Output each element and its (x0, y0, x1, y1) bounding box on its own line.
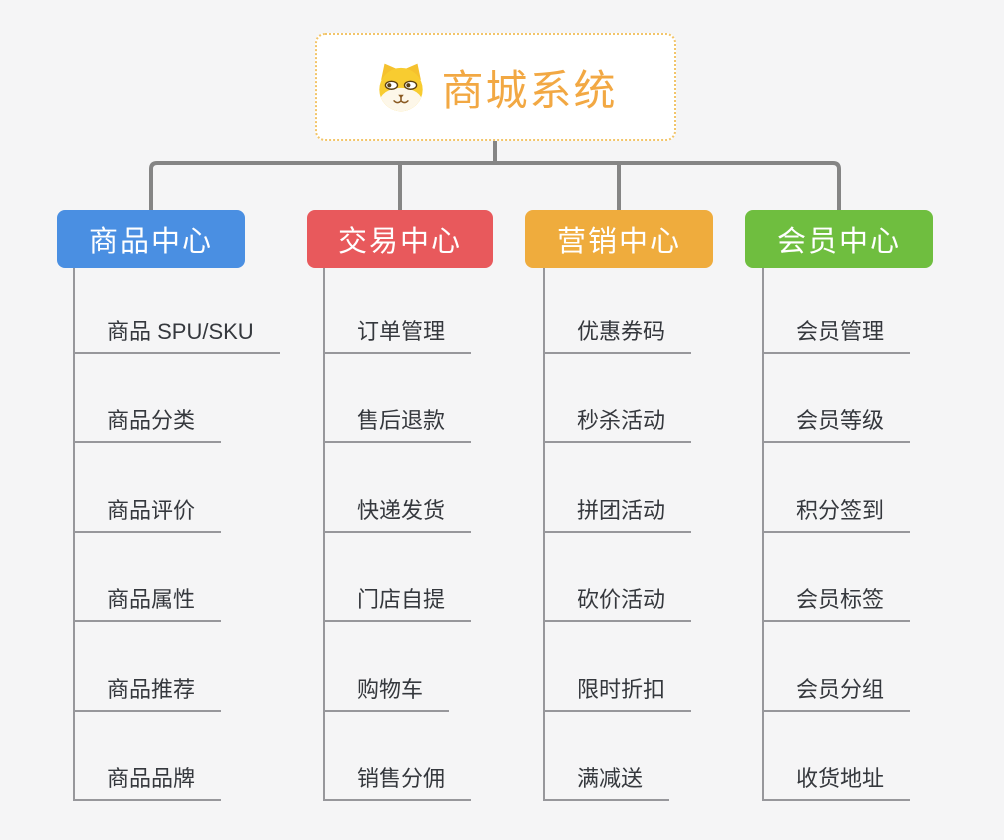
branch-spine-product-center: 商品 SPU/SKU 商品分类商品评价商品属性商品推荐商品品牌 (73, 268, 280, 801)
child-topic[interactable]: 门店自提 (325, 586, 472, 623)
child-topic[interactable]: 商品 SPU/SKU (75, 318, 280, 354)
child-topic[interactable]: 商品品牌 (75, 765, 222, 801)
child-topic[interactable]: 秒杀活动 (545, 407, 692, 444)
child-topic[interactable]: 购物车 (325, 676, 450, 712)
child-topic[interactable]: 售后退款 (325, 407, 472, 444)
root-node[interactable]: 商城系统 (315, 33, 676, 141)
child-topic[interactable]: 商品评价 (75, 497, 222, 533)
dog-face-icon (379, 63, 424, 112)
child-topic[interactable]: 拼团活动 (545, 497, 692, 533)
child-topic[interactable]: 优惠券码 (545, 318, 692, 354)
child-topic[interactable]: 商品属性 (75, 586, 222, 623)
child-topic[interactable]: 快递发货 (325, 497, 472, 533)
child-topic[interactable]: 商品推荐 (75, 676, 222, 712)
child-topic[interactable]: 订单管理 (325, 318, 472, 354)
child-topic[interactable]: 会员分组 (764, 676, 911, 712)
child-topic[interactable]: 满减送 (545, 765, 670, 801)
branch-node-marketing-center[interactable]: 营销中心 (525, 210, 713, 268)
branch-label: 会员中心 (776, 226, 901, 258)
child-topic[interactable]: 限时折扣 (545, 676, 692, 712)
child-topic[interactable]: 会员管理 (764, 318, 911, 354)
branch-node-product-center[interactable]: 商品中心 (57, 210, 245, 268)
branch-node-member-center[interactable]: 会员中心 (745, 210, 933, 268)
child-topic[interactable]: 商品分类 (75, 407, 222, 444)
branch-node-trade-center[interactable]: 交易中心 (307, 210, 493, 268)
child-topic[interactable]: 收货地址 (764, 765, 911, 801)
root-title: 商城系统 (441, 66, 618, 114)
child-topic[interactable]: 销售分佣 (325, 765, 472, 801)
child-topic[interactable]: 会员等级 (764, 407, 911, 444)
branch-label: 营销中心 (556, 226, 681, 258)
branch-label: 商品中心 (88, 226, 213, 258)
branch-spine-trade-center: 订单管理售后退款快递发货门店自提购物车销售分佣 (323, 268, 472, 801)
branch-spine-marketing-center: 优惠券码秒杀活动拼团活动砍价活动限时折扣满减送 (543, 268, 692, 801)
child-topic[interactable]: 会员标签 (764, 586, 911, 623)
branch-label: 交易中心 (337, 226, 462, 258)
child-topic[interactable]: 砍价活动 (545, 586, 692, 623)
branch-spine-member-center: 会员管理会员等级积分签到会员标签会员分组收货地址 (762, 268, 911, 801)
child-topic[interactable]: 积分签到 (764, 497, 911, 533)
